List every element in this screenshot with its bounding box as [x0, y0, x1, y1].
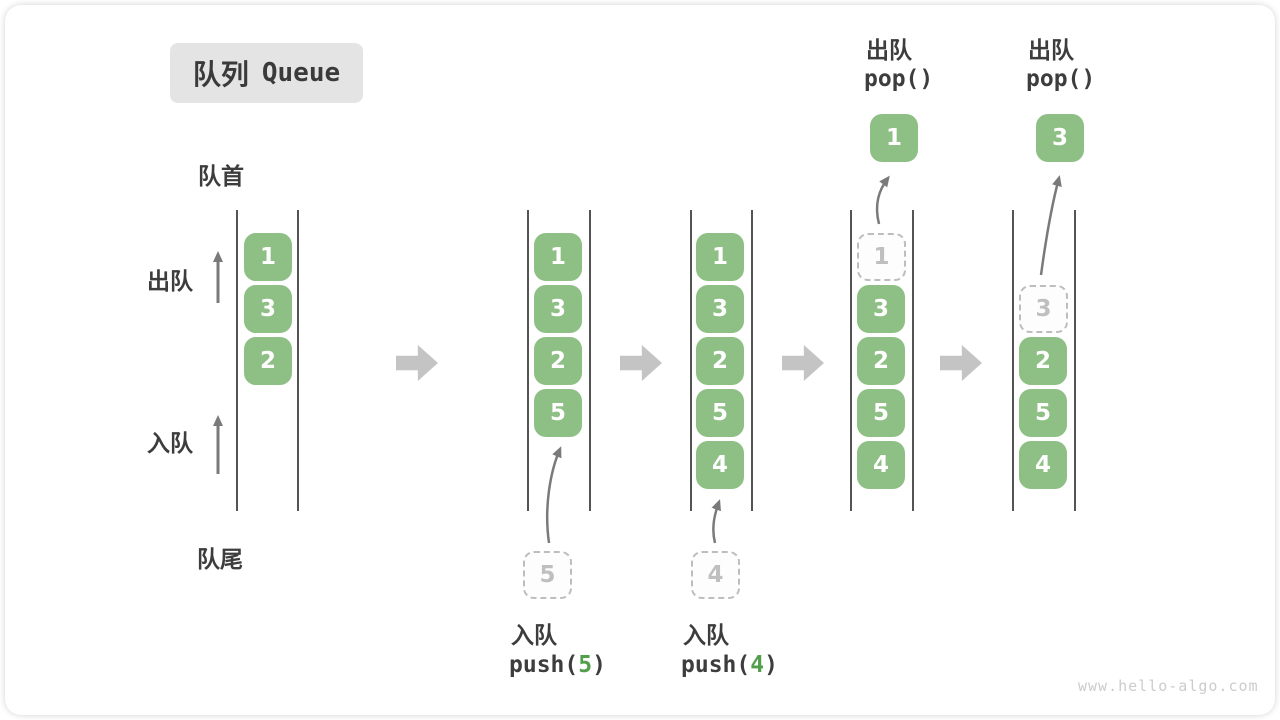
queue1-left-wall: [236, 210, 238, 511]
queue5-popped-box: 3: [1036, 114, 1084, 162]
push1-code-arg: 5: [578, 652, 593, 678]
pop2-label: 出队: [1028, 37, 1074, 63]
queue4-slot3: 2: [857, 337, 905, 385]
push2-code-post: ): [764, 652, 778, 678]
queue5-left-wall: [1012, 210, 1014, 511]
push1-code-post: ): [592, 652, 606, 678]
queue3-left-wall: [690, 210, 692, 511]
queue5-right-wall: [1074, 210, 1076, 511]
queue4-slot4: 5: [857, 389, 905, 437]
title-en: Queue: [261, 58, 341, 88]
queue2-slot1: 1: [534, 233, 582, 281]
queue5-slot3: 2: [1019, 337, 1067, 385]
enqueue-side-label: 入队: [147, 430, 193, 456]
pop1-label: 出队: [866, 37, 912, 63]
watermark: www.hello-algo.com: [1078, 677, 1259, 695]
queue2-left-wall: [527, 210, 529, 511]
queue3-slot3: 2: [696, 337, 744, 385]
queue2-right-wall: [589, 210, 591, 511]
queue2-slot2: 3: [534, 285, 582, 333]
queue3-slot2: 3: [696, 285, 744, 333]
queue4-ghost-slot: 1: [857, 233, 906, 281]
push2-code-pre: push(: [681, 652, 751, 678]
queue3-slot5: 4: [696, 441, 744, 489]
rear-label: 队尾: [197, 546, 243, 572]
push1-label: 入队: [511, 622, 557, 648]
pop1-code: pop(): [864, 66, 934, 92]
queue3-right-wall: [751, 210, 753, 511]
queue1-slot2: 3: [244, 285, 292, 333]
queue4-left-wall: [850, 210, 852, 511]
queue5-slot5: 4: [1019, 441, 1067, 489]
push2-label: 入队: [683, 622, 729, 648]
push2-code: push(4): [681, 652, 778, 678]
queue4-slot5: 4: [857, 441, 905, 489]
queue5-ghost-slot: 3: [1019, 285, 1068, 333]
queue2-slot3: 2: [534, 337, 582, 385]
queue3-slot1: 1: [696, 233, 744, 281]
push1-code-pre: push(: [509, 652, 579, 678]
queue2-slot4: 5: [534, 389, 582, 437]
title-zh: 队列: [192, 59, 249, 90]
front-label: 队首: [198, 163, 244, 189]
push1-code: push(5): [509, 652, 606, 678]
queue1-slot1: 1: [244, 233, 292, 281]
dequeue-side-label: 出队: [147, 268, 193, 294]
push2-code-arg: 4: [750, 652, 765, 678]
queue3-incoming-box: 4: [691, 551, 740, 599]
queue3-slot4: 5: [696, 389, 744, 437]
queue1-right-wall: [297, 210, 299, 511]
queue2-incoming-box: 5: [523, 551, 572, 599]
queue5-slot4: 5: [1019, 389, 1067, 437]
queue4-right-wall: [912, 210, 914, 511]
queue4-slot2: 3: [857, 285, 905, 333]
title-badge: 队列 Queue: [170, 43, 363, 103]
pop2-code: pop(): [1026, 66, 1096, 92]
queue4-popped-box: 1: [870, 114, 918, 162]
queue1-slot3: 2: [244, 337, 292, 385]
